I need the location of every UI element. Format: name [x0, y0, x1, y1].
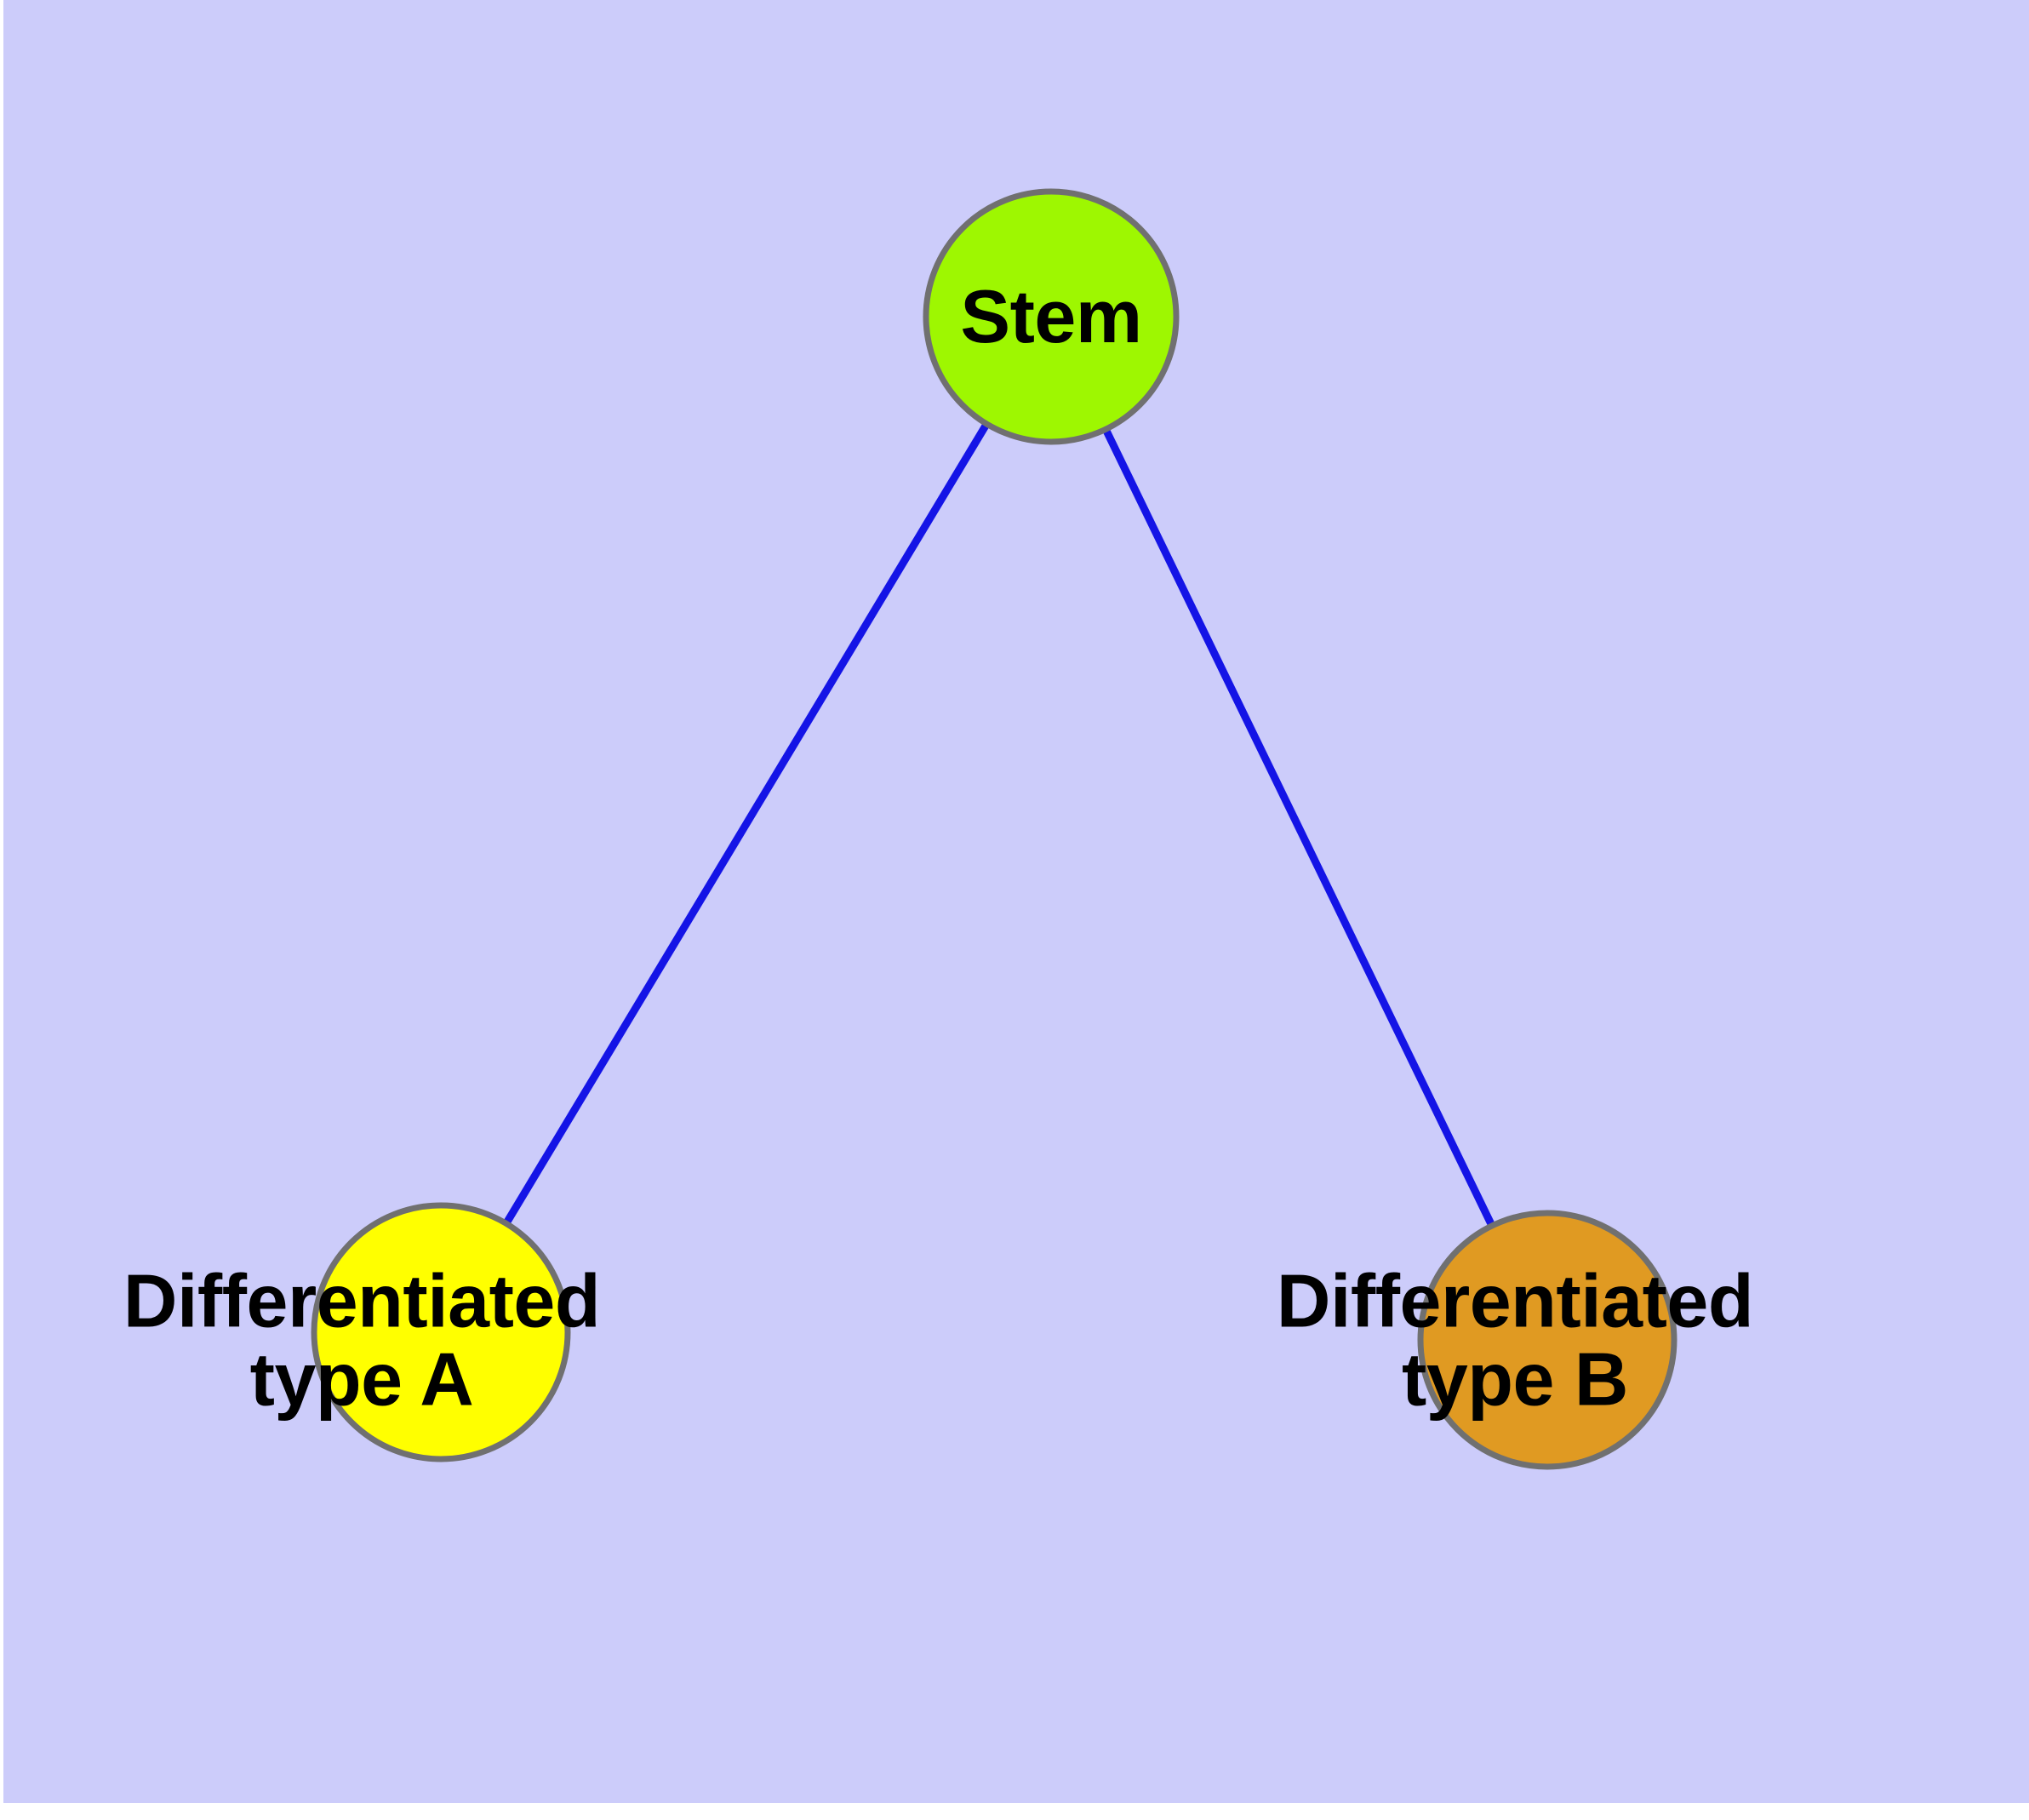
node-stem-circle[interactable] — [923, 188, 1180, 445]
node-type-a-circle[interactable] — [311, 1202, 571, 1462]
node-layer — [311, 188, 1677, 1470]
edge-layer — [504, 424, 1495, 1226]
node-type-b-circle[interactable] — [1417, 1210, 1677, 1470]
edge-stem-to-type-b — [1103, 429, 1495, 1226]
edge-stem-to-type-a — [504, 424, 989, 1224]
